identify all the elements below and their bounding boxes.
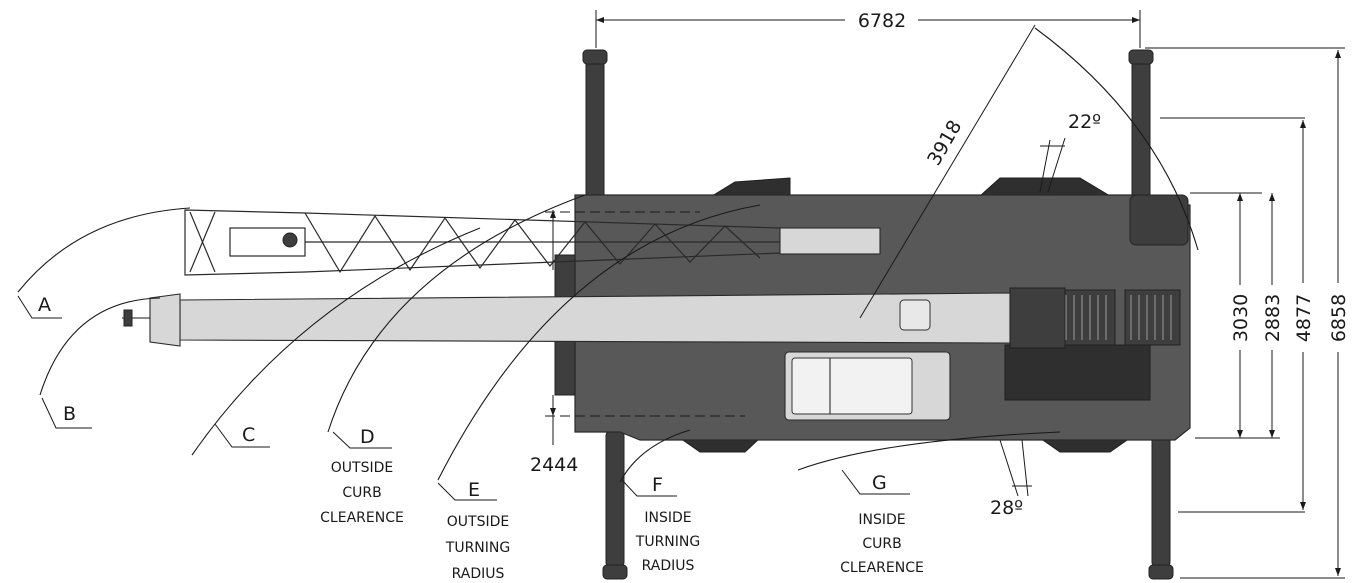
svg-text:RADIUS: RADIUS [452, 566, 505, 582]
cab-window [791, 357, 913, 415]
label-c: C [214, 423, 270, 448]
svg-text:TURNING: TURNING [635, 534, 700, 550]
counterweight [1129, 194, 1189, 246]
arc-a [17, 207, 191, 293]
svg-text:B: B [63, 403, 76, 425]
telescopic-boom [179, 292, 1011, 344]
arc-e [437, 204, 761, 481]
label-a: A [17, 294, 62, 319]
label-b: B [41, 397, 92, 429]
arc-outer [1034, 27, 1199, 251]
arc-f [619, 429, 691, 483]
winch-ribs [1065, 295, 1172, 340]
label-g: G INSIDE CURB CLEARENCE [840, 469, 924, 576]
svg-text:F: F [652, 474, 663, 496]
boom-base [1009, 287, 1066, 349]
svg-text:CURB: CURB [342, 485, 381, 501]
svg-text:E: E [468, 479, 480, 501]
outrigger-rear-lower [1148, 429, 1174, 580]
svg-text:TURNING: TURNING [445, 540, 510, 556]
label-e: E OUTSIDE TURNING RADIUS [437, 479, 510, 582]
label-f: F INSIDE TURNING RADIUS [621, 474, 700, 574]
svg-text:C: C [242, 424, 255, 446]
boom-hatch [899, 299, 931, 331]
svg-text:INSIDE: INSIDE [858, 512, 905, 528]
lattice-jib [184, 209, 881, 276]
arc-labels: A B C D OUTSIDE CURB CLEARENCE E OUTSIDE… [17, 294, 924, 582]
turning-arcs [17, 27, 1199, 483]
outrigger-front-upper [582, 49, 608, 201]
winch-2 [1124, 289, 1181, 346]
crane-drawing [122, 49, 1191, 580]
dim-front-angle: 22º [1068, 111, 1101, 133]
dim-body-width: 3030 [1230, 294, 1252, 342]
arc-d [327, 194, 586, 433]
label-d: D OUTSIDE CURB CLEARENCE [320, 426, 404, 526]
dim-track-width: 2883 [1262, 294, 1284, 342]
outrigger-front-lower [602, 429, 628, 580]
svg-text:CLEARENCE: CLEARENCE [840, 560, 924, 576]
svg-text:INSIDE: INSIDE [644, 510, 691, 526]
arc-g [797, 431, 1061, 471]
svg-text:RADIUS: RADIUS [642, 558, 695, 574]
svg-text:CLEARENCE: CLEARENCE [320, 510, 404, 526]
dim-outrigger-mid-span: 4877 [1293, 294, 1315, 342]
dim-front-overhang: 2444 [530, 454, 578, 476]
svg-text:G: G [872, 472, 887, 494]
svg-text:OUTSIDE: OUTSIDE [447, 514, 509, 530]
track-top [710, 177, 1112, 197]
dim-overall-width: 6782 [858, 10, 906, 32]
arc-b [39, 297, 161, 396]
svg-text:D: D [360, 426, 375, 448]
svg-text:A: A [38, 294, 51, 316]
dim-rear-angle: 28º [990, 497, 1023, 519]
outrigger-rear-upper [1128, 49, 1154, 201]
dim-outrigger-full-span: 6858 [1328, 294, 1350, 342]
winch-1 [1059, 289, 1116, 346]
arc-c [191, 227, 481, 456]
svg-text:CURB: CURB [862, 536, 901, 552]
engine-grille [1004, 344, 1151, 401]
dim-boom-radius: 3918 [923, 117, 966, 170]
svg-text:OUTSIDE: OUTSIDE [331, 460, 393, 476]
boom-head [149, 293, 181, 347]
